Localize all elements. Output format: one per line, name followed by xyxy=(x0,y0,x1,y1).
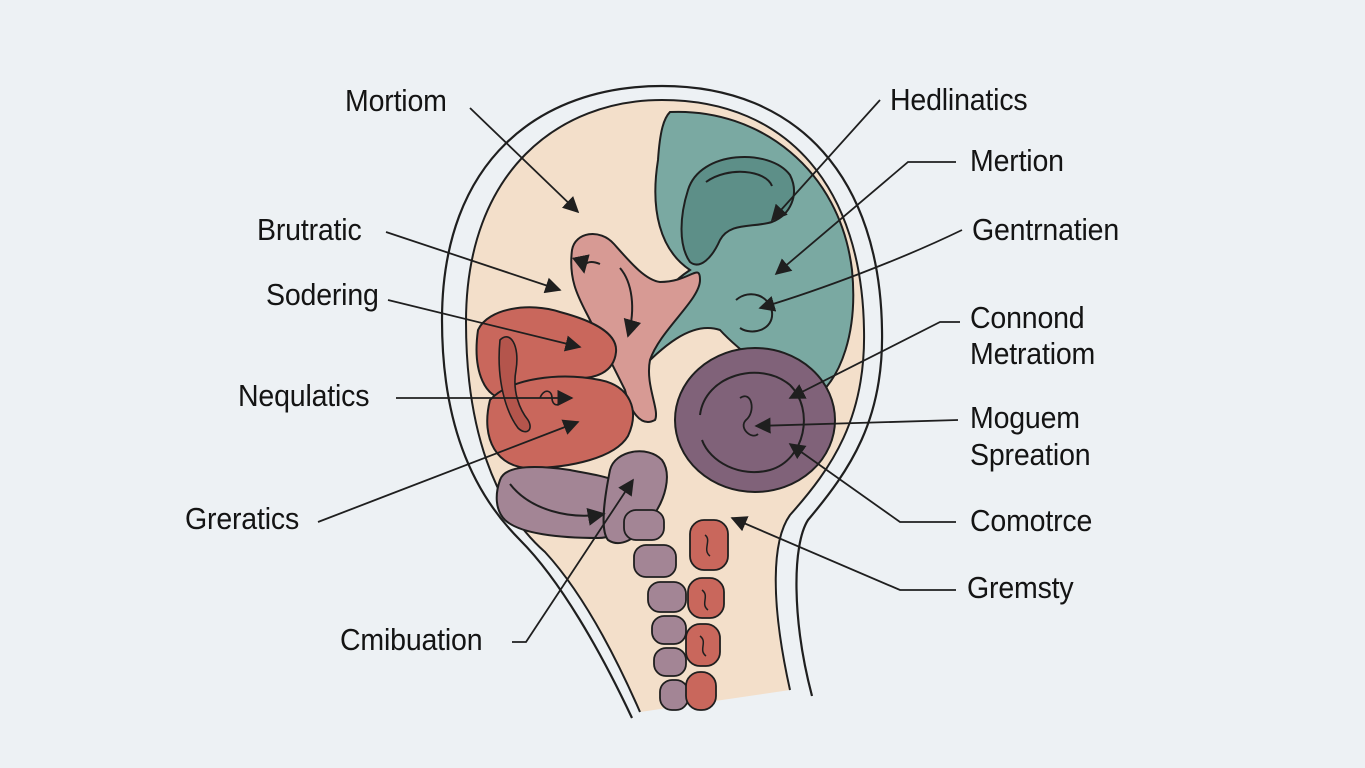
neck-right-segments xyxy=(685,519,729,711)
leader-lines-left xyxy=(317,107,634,643)
label-connond: Connond xyxy=(970,300,1085,335)
label-greratics: Greratics xyxy=(185,501,300,536)
internal-arrows xyxy=(509,254,642,526)
label-brutratic: Brutratic xyxy=(257,212,362,247)
teal-inner-fold xyxy=(680,156,795,266)
leader-lines-right xyxy=(730,99,963,591)
label-spreation: Spreation xyxy=(970,437,1091,472)
label-sodering: Sodering xyxy=(266,277,379,312)
label-mertion: Mertion xyxy=(970,143,1064,178)
label-comotrce: Comotrce xyxy=(970,503,1093,538)
red-lower-lobe xyxy=(486,375,634,470)
red-inner-fold xyxy=(498,336,531,433)
neck-left-segments xyxy=(623,509,689,711)
purple-sphere xyxy=(674,347,836,493)
label-nequlatics: Nequlatics xyxy=(238,378,370,413)
teal-inner-curve xyxy=(705,170,773,187)
label-mortiom: Mortiom xyxy=(345,83,447,118)
head-outline-outer xyxy=(440,84,884,719)
label-moguem: Moguem xyxy=(970,400,1080,435)
label-gentrnatien: Gentrnatien xyxy=(972,212,1120,247)
label-hedlinatics: Hedlinatics xyxy=(890,82,1028,117)
label-metratiom: Metratiom xyxy=(970,336,1096,371)
neck-squiggles xyxy=(699,534,711,657)
label-gremsty: Gremsty xyxy=(967,570,1074,605)
label-cmibuation: Cmibuation xyxy=(340,622,483,657)
purple-inner-squiggle xyxy=(739,395,759,437)
teal-lower-fold xyxy=(735,293,774,333)
